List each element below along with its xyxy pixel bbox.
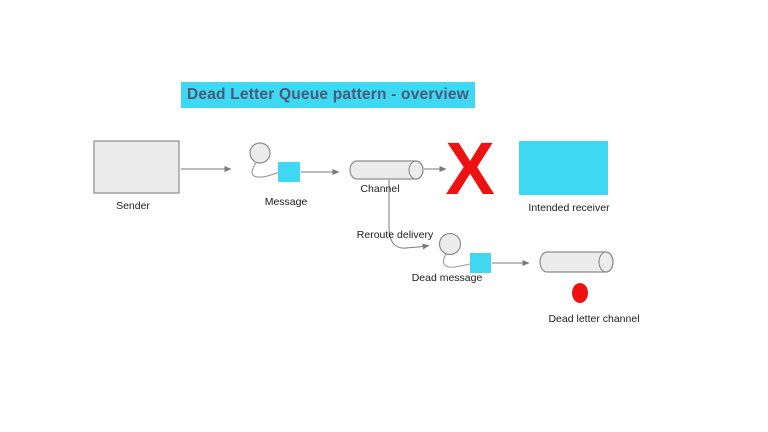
diagram-title: Dead Letter Queue pattern - overview bbox=[181, 82, 475, 108]
message-label: Message bbox=[264, 196, 308, 208]
message-icon bbox=[249, 142, 300, 182]
dead-message-label: Dead message bbox=[411, 272, 483, 284]
failure-x-icon: X bbox=[445, 127, 494, 210]
connector-reroute-delivery bbox=[388, 180, 430, 250]
dead-letter-channel-cylinder bbox=[539, 251, 614, 273]
intended-receiver-box bbox=[519, 141, 608, 195]
intended-receiver-label: Intended receiver bbox=[528, 202, 610, 214]
channel-label: Channel bbox=[360, 183, 400, 195]
reroute-delivery-label: Reroute delivery bbox=[356, 229, 434, 241]
sender-label: Sender bbox=[116, 200, 150, 212]
dead-letter-channel-label: Dead letter channel bbox=[548, 313, 640, 325]
dead-letter-dot-icon bbox=[572, 283, 588, 303]
dead-message-icon bbox=[438, 232, 491, 273]
channel-cylinder bbox=[349, 160, 424, 180]
sender-box bbox=[93, 140, 180, 194]
